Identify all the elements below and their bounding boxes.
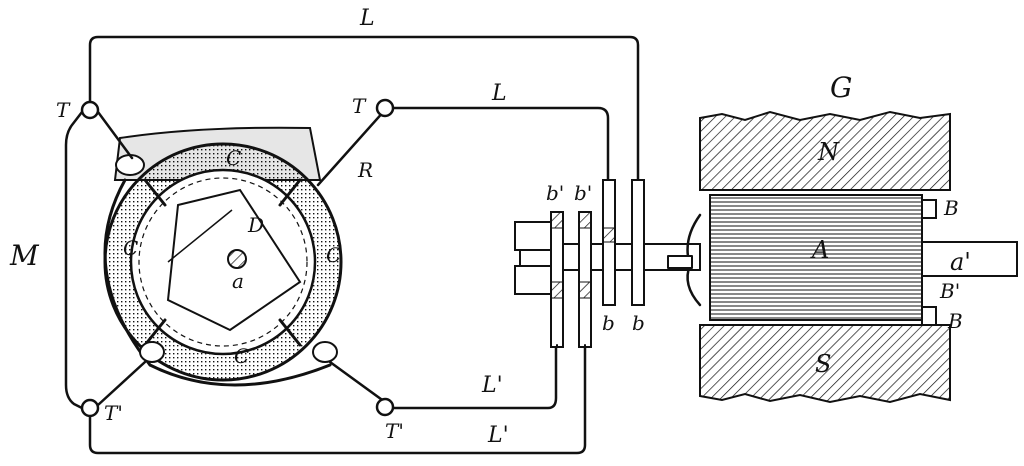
generator-shaft [921, 241, 1018, 277]
label-coil-left: C [123, 236, 138, 260]
terminal-bottom-right [375, 397, 395, 417]
label-armature: A [810, 236, 829, 264]
label-ring-bprime-left: b' [546, 181, 564, 205]
collector-ring-b-right [631, 179, 645, 306]
label-coil-bottom: C [234, 344, 249, 368]
motor-shaft [227, 249, 247, 269]
terminal-top-right [375, 98, 395, 118]
label-disc: D [247, 213, 264, 237]
terminal-leads [96, 108, 387, 407]
label-pole-south: S [815, 350, 831, 378]
terminal-bottom-left [80, 398, 100, 418]
label-terminal-bottom-left: T' [104, 401, 123, 425]
generator-brushes [921, 199, 937, 326]
label-brush-top: B [943, 196, 959, 220]
wire-L-top [88, 35, 640, 182]
label-line-prime-1: L' [481, 373, 503, 398]
wire-L-mid [390, 106, 610, 182]
collector-ring-bprime-left [550, 211, 564, 348]
label-ring-b-left: b [602, 311, 615, 335]
label-terminal-top-left: T [56, 98, 71, 122]
label-generator: G [830, 71, 852, 104]
label-coil-top: C [226, 146, 241, 170]
label-ring-bprime-right: b' [574, 181, 592, 205]
wire-L-prime-inner [390, 343, 558, 410]
pole-north [699, 110, 951, 191]
labels: M G L L L' L' T T T' T' C C C C D a R b … [9, 6, 971, 448]
label-shaft-generator: a' [950, 248, 971, 276]
pole-south [699, 324, 951, 404]
label-coil-right: C [326, 243, 341, 267]
wire-L-prime-outer [88, 343, 587, 455]
collector-ring-bprime-right [578, 211, 592, 348]
label-brush-mid: B' [939, 279, 960, 303]
label-ring-b-right: b [632, 311, 645, 335]
label-terminal-top-right: T [352, 94, 367, 118]
label-ring: R [357, 158, 373, 182]
generator-armature [709, 194, 923, 321]
wire-M-left [64, 110, 84, 410]
generator-leads [667, 213, 702, 307]
collector-ring-b-left [602, 179, 616, 306]
label-line-top: L [359, 6, 375, 31]
terminal-top-left [80, 100, 100, 120]
label-brush-bottom: B [947, 309, 963, 333]
label-pole-north: N [817, 138, 840, 166]
coil-separators [143, 178, 302, 347]
brush-clamps [115, 154, 338, 363]
label-terminal-bottom-right: T' [385, 419, 404, 443]
label-motor: M [9, 239, 40, 272]
label-line-prime-2: L' [487, 423, 509, 448]
ring-leads [556, 344, 586, 348]
label-shaft-motor: a [232, 269, 244, 293]
label-line-mid: L [491, 81, 507, 106]
